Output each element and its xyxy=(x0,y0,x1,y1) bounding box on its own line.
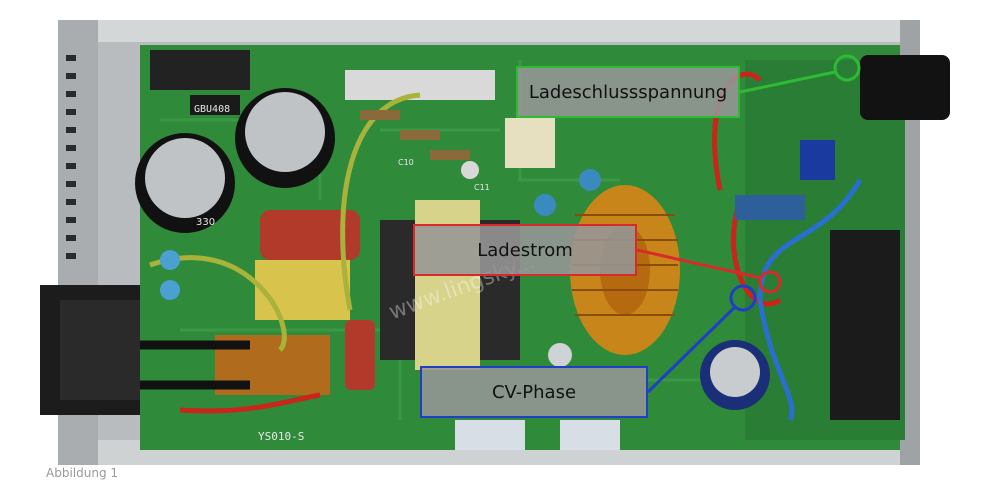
wire-blue xyxy=(757,178,863,422)
capacitor-small-top xyxy=(710,347,760,397)
small-components xyxy=(160,110,835,367)
output-jack xyxy=(860,55,950,120)
pointer-ladestrom xyxy=(636,248,762,280)
label-ladeschlussspannung: Ladeschlussspannung xyxy=(516,66,740,118)
pcb-text-cap-value: 330 xyxy=(196,217,215,228)
marker-ladeschlussspannung xyxy=(833,54,861,82)
pointer-cv-phase xyxy=(646,305,737,394)
label-ladestrom: Ladestrom xyxy=(413,224,637,276)
fan xyxy=(830,230,900,420)
film-cap-red xyxy=(260,210,360,260)
pointer-ladeschlussspannung xyxy=(739,70,836,94)
wire-yellow-green xyxy=(149,92,421,352)
relay xyxy=(505,118,555,168)
vent-slots xyxy=(66,55,76,259)
film-cap-red-2 xyxy=(345,320,375,390)
pcb-text-board-id: YS010-S xyxy=(258,430,304,443)
capacitor-large-1-top xyxy=(145,138,225,218)
label-cv-phase: CV-Phase xyxy=(420,366,648,418)
transformer-bottom xyxy=(455,420,525,450)
wire-black xyxy=(140,340,250,390)
film-cap-yellow xyxy=(255,260,350,320)
transformer-bottom-2 xyxy=(560,420,620,450)
marker-ladestrom xyxy=(758,270,782,294)
pcb-text-c10: C10 xyxy=(398,158,414,167)
figure-caption: Abbildung 1 xyxy=(46,466,119,480)
heatsink-top xyxy=(150,50,250,90)
capacitor-large-2-top xyxy=(245,92,325,172)
pcb-text-c11: C11 xyxy=(474,183,490,192)
rectifier-block xyxy=(190,95,240,115)
enclosure-top-rail xyxy=(58,20,920,42)
pcb-text-rectifier: GBU408 xyxy=(194,104,230,115)
power-socket-plug xyxy=(60,300,140,400)
marker-cv-phase xyxy=(729,284,757,312)
